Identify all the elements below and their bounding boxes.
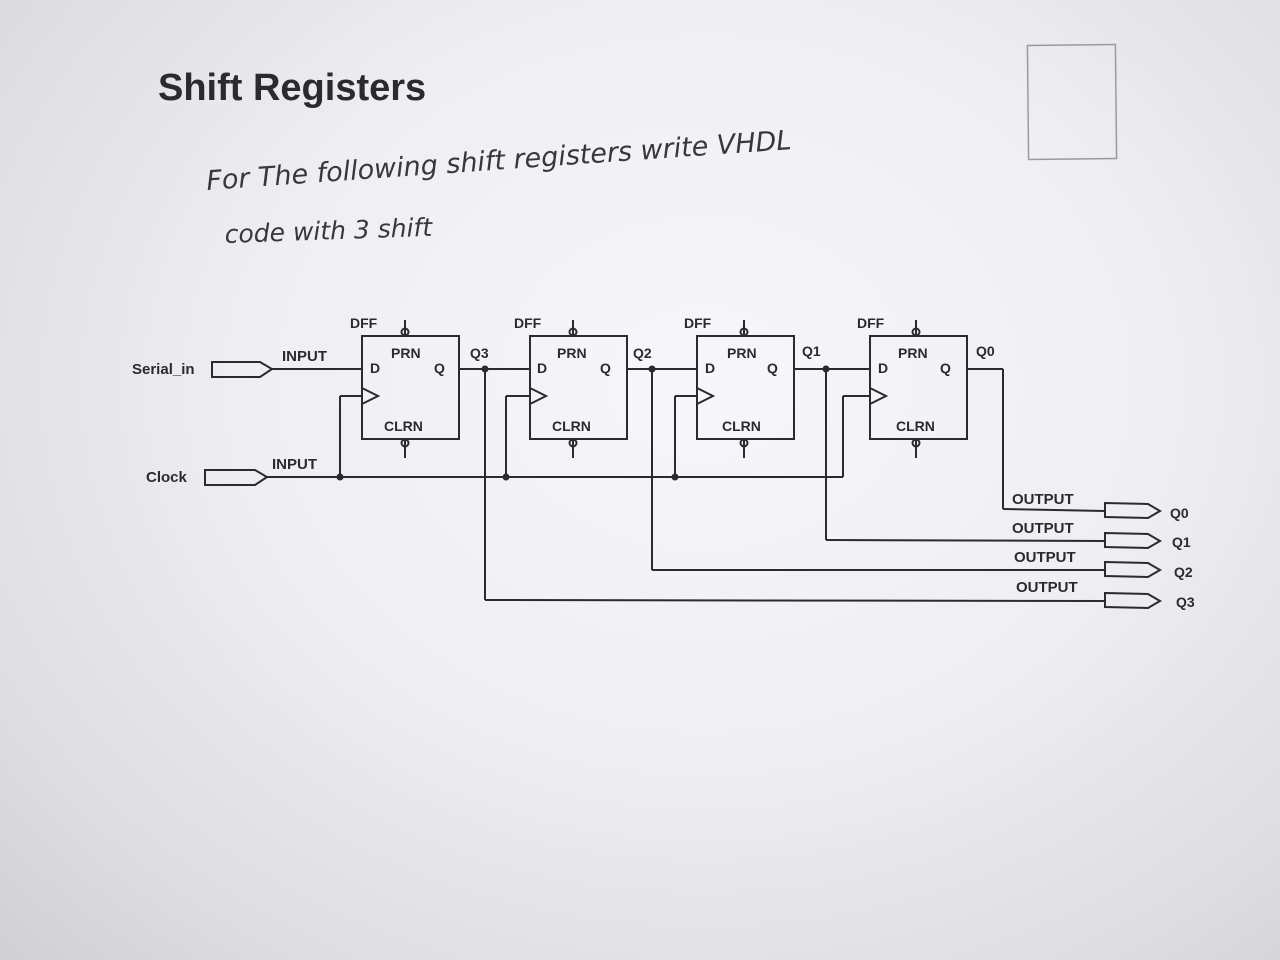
clock-type: INPUT xyxy=(272,456,317,473)
dff-2-body xyxy=(529,335,628,440)
dff-3-d: D xyxy=(705,360,715,376)
dff-1-d: D xyxy=(370,360,380,376)
output-type-q0: OUTPUT xyxy=(1012,491,1074,508)
dff-2-prn: PRN xyxy=(557,345,587,361)
output-type-q1: OUTPUT xyxy=(1012,520,1074,537)
output-name-q1: Q1 xyxy=(1172,534,1191,550)
output-pin-q2 xyxy=(1104,560,1162,579)
serial-in-pin xyxy=(211,361,274,378)
dff-4-d: D xyxy=(878,360,888,376)
dff-3-block-label: DFF xyxy=(684,315,712,331)
output-pin-q0 xyxy=(1104,501,1162,520)
dff-1-q: Q xyxy=(434,360,445,376)
serial-in-type: INPUT xyxy=(282,348,327,365)
output-pin-q1 xyxy=(1104,531,1162,550)
dff-1-block-label: DFF xyxy=(350,315,378,331)
dff-2-clrn: CLRN xyxy=(552,418,591,434)
shift-register-circuit xyxy=(204,320,1162,610)
clock-name: Clock xyxy=(146,469,188,486)
dff-3-clrn: CLRN xyxy=(722,418,761,434)
dff-4-clrn: CLRN xyxy=(896,418,935,434)
junctions xyxy=(336,365,830,481)
dff-4-q: Q xyxy=(940,360,951,376)
clock-pin xyxy=(204,469,269,486)
answer-box xyxy=(1026,43,1118,161)
instruction-line-1: For The following shift registers write … xyxy=(205,125,792,197)
output-name-q0: Q0 xyxy=(1170,505,1189,521)
dff-4-output: Q0 xyxy=(976,343,995,359)
instruction-line-2: code with 3 shift xyxy=(224,213,434,249)
output-type-q2: OUTPUT xyxy=(1014,549,1076,566)
dff-4-prn: PRN xyxy=(898,345,928,361)
output-name-q3: Q3 xyxy=(1176,594,1195,610)
dff-4-block-label: DFF xyxy=(857,315,885,331)
dff-3-output: Q1 xyxy=(802,343,821,359)
page-title: Shift Registers xyxy=(158,67,426,109)
dff-4-body xyxy=(869,335,968,440)
output-name-q2: Q2 xyxy=(1174,564,1193,580)
dff-1-body xyxy=(361,335,460,440)
dff-2-output: Q2 xyxy=(633,345,652,361)
dff-1-prn: PRN xyxy=(391,345,421,361)
dff-2-block-label: DFF xyxy=(514,315,542,331)
output-type-q3: OUTPUT xyxy=(1016,579,1078,596)
dff-3-prn: PRN xyxy=(727,345,757,361)
dff-1-clrn: CLRN xyxy=(384,418,423,434)
output-pin-q3 xyxy=(1104,591,1162,610)
serial-in-name: Serial_in xyxy=(132,361,195,378)
dff-3-q: Q xyxy=(767,360,778,376)
dff-2-d: D xyxy=(537,360,547,376)
dff-1-output: Q3 xyxy=(470,345,489,361)
dff-2-q: Q xyxy=(600,360,611,376)
